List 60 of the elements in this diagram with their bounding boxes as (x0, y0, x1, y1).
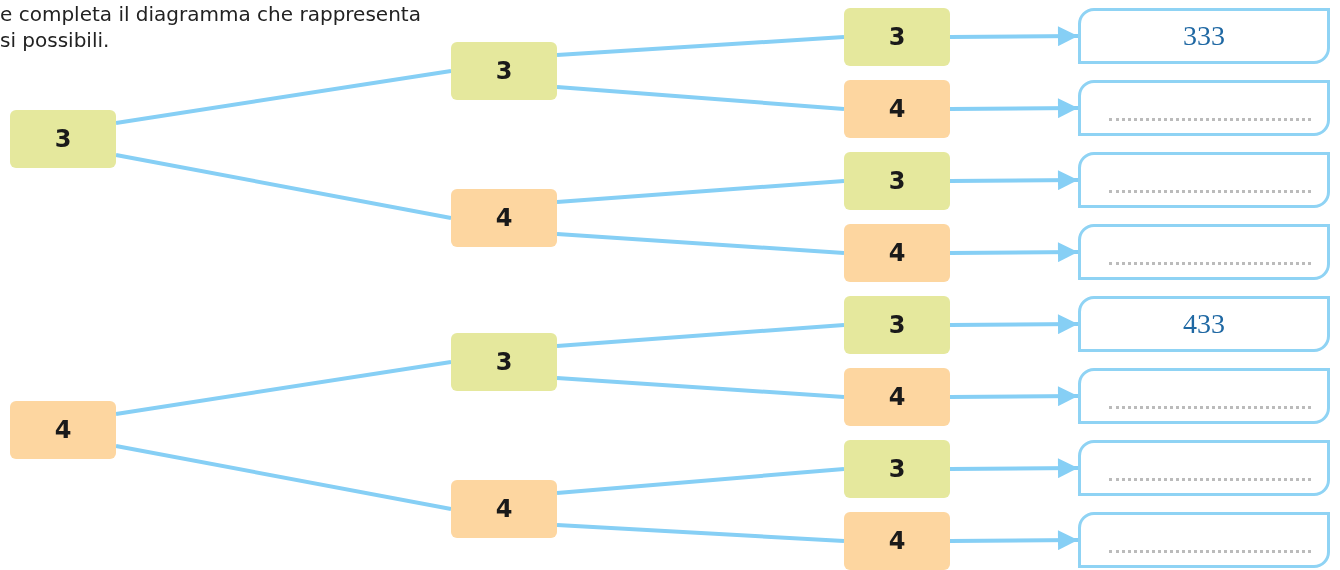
arrow (950, 458, 1078, 479)
number-box (844, 440, 950, 498)
number-box (844, 512, 950, 570)
digit-text: 4 (888, 239, 906, 267)
number-box (844, 296, 950, 354)
connector-line (115, 153, 452, 220)
answer-box (1078, 8, 1330, 64)
digit-text: 4 (888, 527, 906, 555)
number-box (844, 152, 950, 210)
connector-line (556, 232, 845, 255)
number-box (451, 42, 557, 100)
number-box (844, 8, 950, 66)
digit-text: 4 (888, 383, 906, 411)
connector-line (556, 376, 845, 399)
instruction-text: si possibili. (0, 28, 110, 52)
number-box (451, 333, 557, 391)
instruction-text: e completa il diagramma che rappresenta (0, 2, 421, 26)
answer-box (1078, 512, 1330, 568)
number-box (10, 110, 116, 168)
arrow (950, 530, 1078, 551)
number-box (844, 224, 950, 282)
arrow (950, 386, 1078, 407)
digit-text: 4 (495, 204, 513, 232)
digit-text: 3 (888, 167, 906, 195)
answer-box (1078, 368, 1330, 424)
arrow (950, 314, 1078, 335)
answer-box (1078, 440, 1330, 496)
number-box (451, 189, 557, 247)
digit-text: 3 (888, 455, 906, 483)
digit-text: 3 (495, 57, 513, 85)
answer-text: 333 (1183, 20, 1225, 52)
answer-box (1078, 80, 1330, 136)
connector-line (115, 444, 452, 511)
arrow (950, 26, 1078, 47)
digit-text: 3 (54, 125, 72, 153)
connector-line (115, 360, 452, 416)
answer-text: 433 (1183, 308, 1225, 340)
connector-line (556, 523, 845, 543)
arrow (950, 170, 1078, 191)
digit-text: 4 (888, 95, 906, 123)
answer-box (1078, 152, 1330, 208)
connector-line (556, 179, 845, 204)
connector-line (556, 35, 845, 57)
connector-line (115, 69, 452, 125)
arrow (950, 242, 1078, 263)
answer-box (1078, 224, 1330, 280)
arrow (950, 98, 1078, 119)
digit-text: 3 (888, 23, 906, 51)
connector-line (556, 467, 845, 495)
connector-line (556, 85, 845, 111)
answer-box (1078, 296, 1330, 352)
number-box (844, 368, 950, 426)
connector-line (556, 323, 845, 348)
number-box (451, 480, 557, 538)
number-box (844, 80, 950, 138)
digit-text: 4 (495, 495, 513, 523)
digit-text: 4 (54, 416, 72, 444)
digit-text: 3 (495, 348, 513, 376)
number-box (10, 401, 116, 459)
digit-text: 3 (888, 311, 906, 339)
